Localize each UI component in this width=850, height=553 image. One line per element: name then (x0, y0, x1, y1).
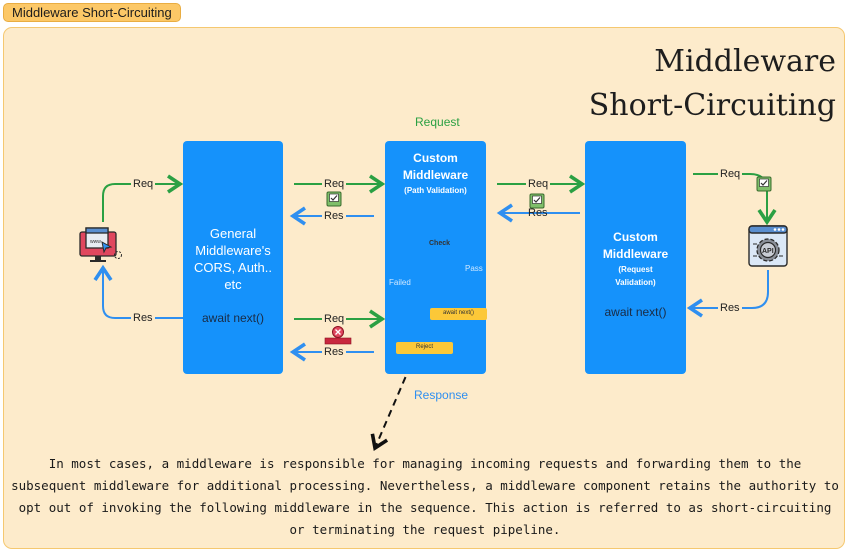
request-section-label: Request (415, 115, 460, 129)
res-label: Res (718, 302, 742, 315)
mw-title-line: Middleware (602, 247, 669, 261)
pass-label: Pass (465, 264, 483, 273)
mw-subtitle: (Path Validation) (404, 186, 467, 195)
failed-label: Failed (389, 278, 411, 287)
diagram-title: Middleware Short-Circuiting (589, 40, 836, 128)
title-line-2: Short-Circuiting (588, 88, 836, 123)
path-validation-middleware-block: Custom Middleware (Path Validation) (385, 141, 486, 374)
response-section-label: Response (414, 388, 469, 402)
mw-subtitle: Validation) (615, 278, 656, 287)
rejected-badge-icon (324, 326, 352, 345)
res-label: Res (131, 312, 155, 325)
await-next-box: await next() (430, 308, 487, 320)
mw-title-line: Custom (413, 151, 458, 165)
req-label: Req (718, 168, 743, 181)
svg-text:API: API (762, 248, 774, 255)
accept-badge-icon (529, 193, 545, 209)
mw-subtitle: (Request (618, 265, 653, 274)
accept-badge-icon (326, 191, 342, 207)
mw-title-line: CORS, Auth.. (193, 260, 273, 275)
mw-title-line: Middleware's (195, 243, 271, 258)
mw-title-line: etc (224, 277, 242, 292)
res-label: Res (322, 210, 346, 223)
res-label: Res (322, 346, 346, 359)
client-res-arrow (93, 264, 183, 319)
mw-title-line: Custom (613, 230, 658, 244)
section-tag: Middleware Short-Circuiting (3, 3, 181, 22)
mw-title-line: General (209, 226, 257, 241)
req-label: Req (131, 178, 156, 191)
description-text: In most cases, a middleware is responsib… (11, 456, 839, 537)
req-label: Req (322, 178, 347, 191)
reject-box: Reject (396, 342, 453, 354)
browser-computer-icon: www (79, 227, 122, 262)
accept-badge-icon (756, 176, 772, 192)
req-label: Req (526, 178, 551, 191)
await-next-label: await next() (604, 305, 667, 319)
await-next-label: await next() (201, 311, 265, 325)
request-validation-middleware-block: Custom Middleware (Request Validation) a… (585, 141, 686, 374)
req-label: Req (322, 313, 347, 326)
check-label: Check (429, 240, 451, 247)
api-gear-icon: API (748, 225, 788, 267)
api-res-arrow (686, 270, 769, 318)
client-req-arrow (102, 174, 184, 222)
svg-text:www: www (90, 239, 101, 245)
res-label: Res (528, 207, 548, 219)
mw-title-line: Middleware (402, 168, 469, 182)
general-middleware-block: General Middleware's CORS, Auth.. etc aw… (183, 141, 283, 374)
title-line-1: Middleware (654, 44, 836, 79)
api-req-arrow (693, 173, 777, 226)
